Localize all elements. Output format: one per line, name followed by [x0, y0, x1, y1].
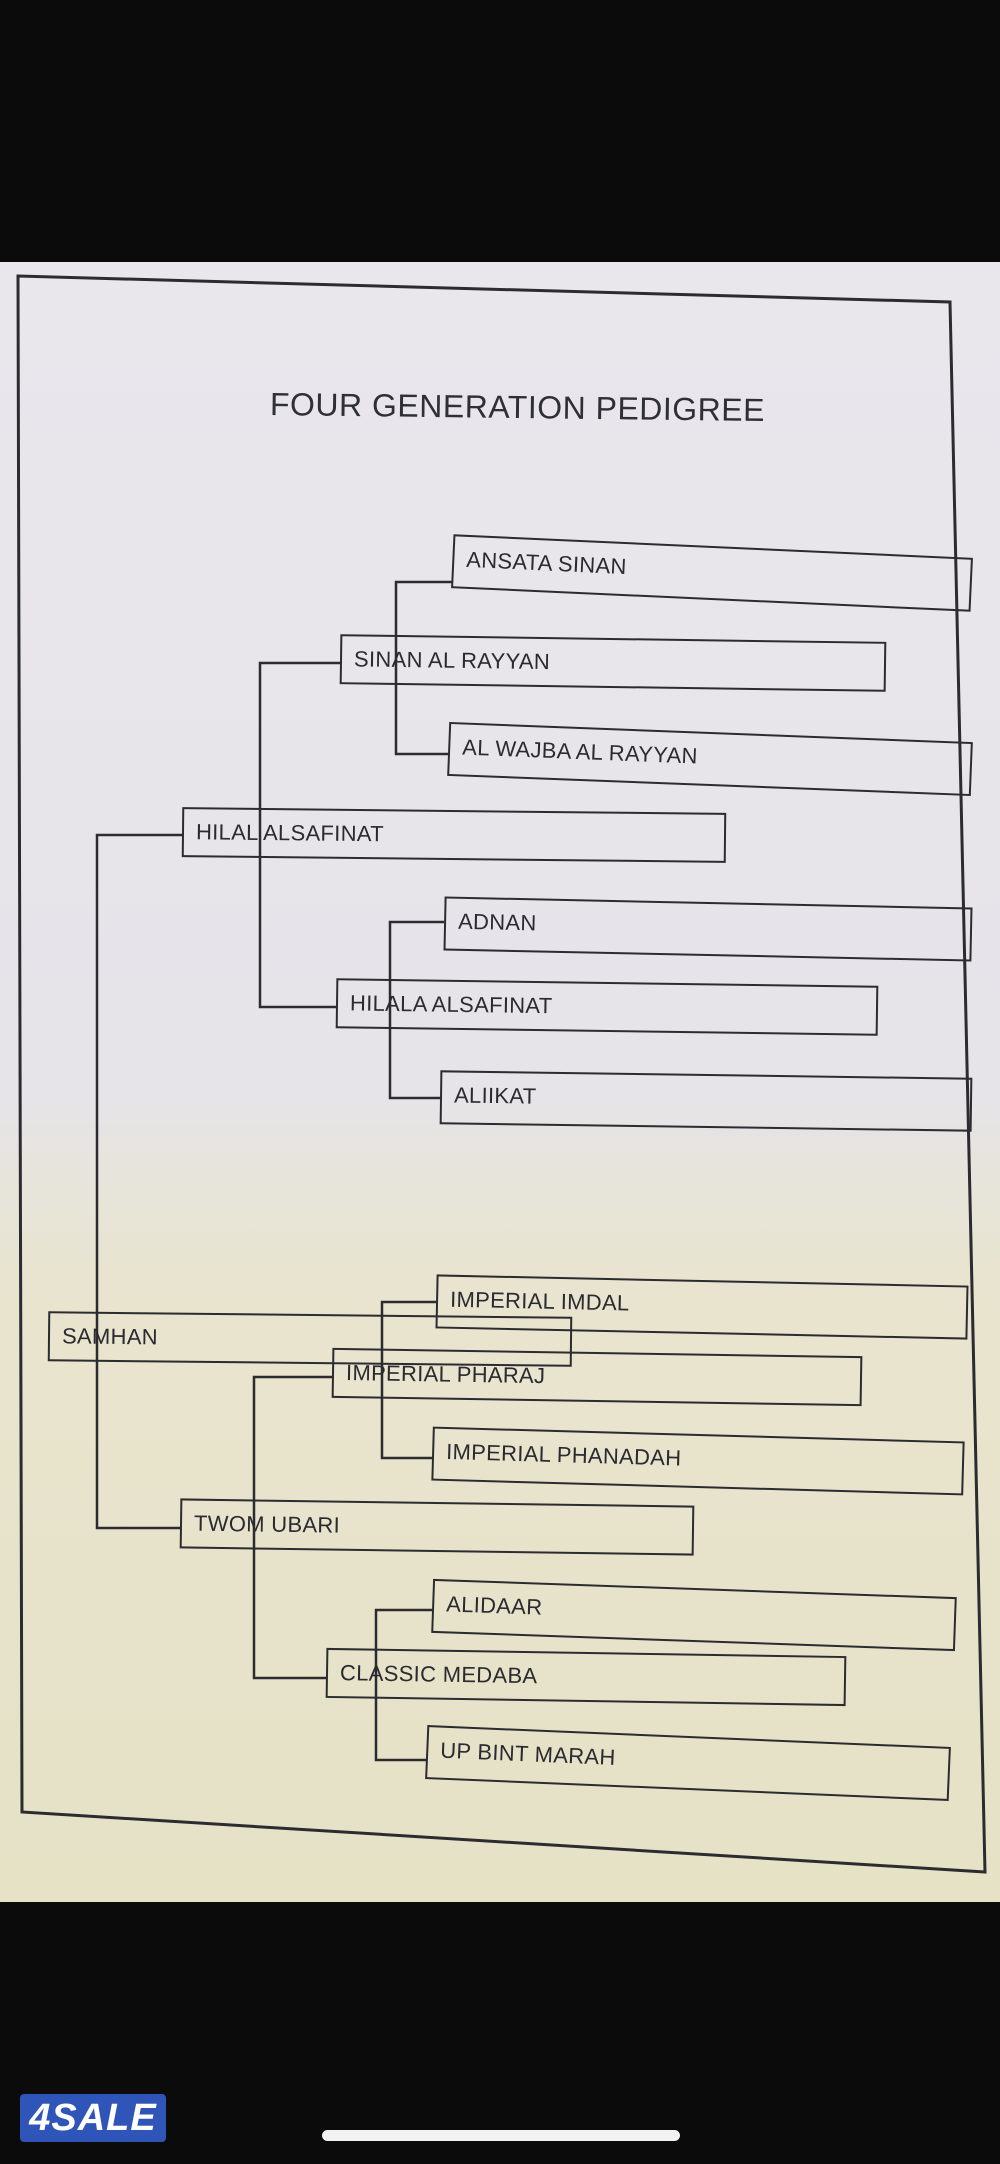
name-label: SINAN AL RAYYAN	[353, 646, 551, 675]
name-label: ALIDAAR	[445, 1591, 543, 1620]
gen3-box-imperial-pharaj: IMPERIAL PHARAJ	[331, 1347, 863, 1407]
gen3-box-hilala-alsafinat: HILALA ALSAFINAT	[335, 978, 879, 1036]
gen4-box-imperial-imdal: IMPERIAL IMDAL	[435, 1274, 969, 1340]
name-label: UP BINT MARAH	[439, 1737, 617, 1770]
name-label: IMPERIAL PHARAJ	[345, 1360, 546, 1389]
name-label: ANSATA SINAN	[465, 546, 628, 580]
page-title: FOUR GENERATION PEDIGREE	[269, 386, 766, 429]
gen3-box-classic-medaba: CLASSIC MEDABA	[325, 1647, 847, 1707]
name-label: IMPERIAL PHANADAH	[445, 1438, 682, 1471]
name-label: ADNAN	[457, 908, 537, 936]
gen4-box-adnan: ADNAN	[443, 896, 973, 962]
name-label: CLASSIC MEDABA	[339, 1660, 538, 1689]
app-logo: 4SALE	[20, 2094, 166, 2142]
gen3-box-sinan-al-rayyan: SINAN AL RAYYAN	[339, 634, 887, 692]
name-label: IMPERIAL IMDAL	[449, 1286, 630, 1316]
name-label: SAMHAN	[61, 1323, 159, 1350]
pedigree-photo: FOUR GENERATION PEDIGREE SAMHAN HILAL AL…	[0, 262, 1000, 1902]
gen2-box-hilal-alsafinat: HILAL ALSAFINAT	[181, 807, 727, 863]
name-label: TWOM UBARI	[193, 1510, 341, 1538]
name-label: ALIIKAT	[453, 1082, 537, 1109]
name-label: AL WAJBA AL RAYYAN	[461, 734, 699, 769]
gen4-box-aliikat: ALIIKAT	[439, 1070, 973, 1132]
name-label: HILALA ALSAFINAT	[349, 990, 553, 1019]
pedigree-frame-and-connectors	[16, 274, 987, 1874]
gen2-box-twom-ubari: TWOM UBARI	[179, 1498, 695, 1556]
home-indicator[interactable]	[322, 2130, 680, 2141]
name-label: HILAL ALSAFINAT	[195, 819, 385, 847]
